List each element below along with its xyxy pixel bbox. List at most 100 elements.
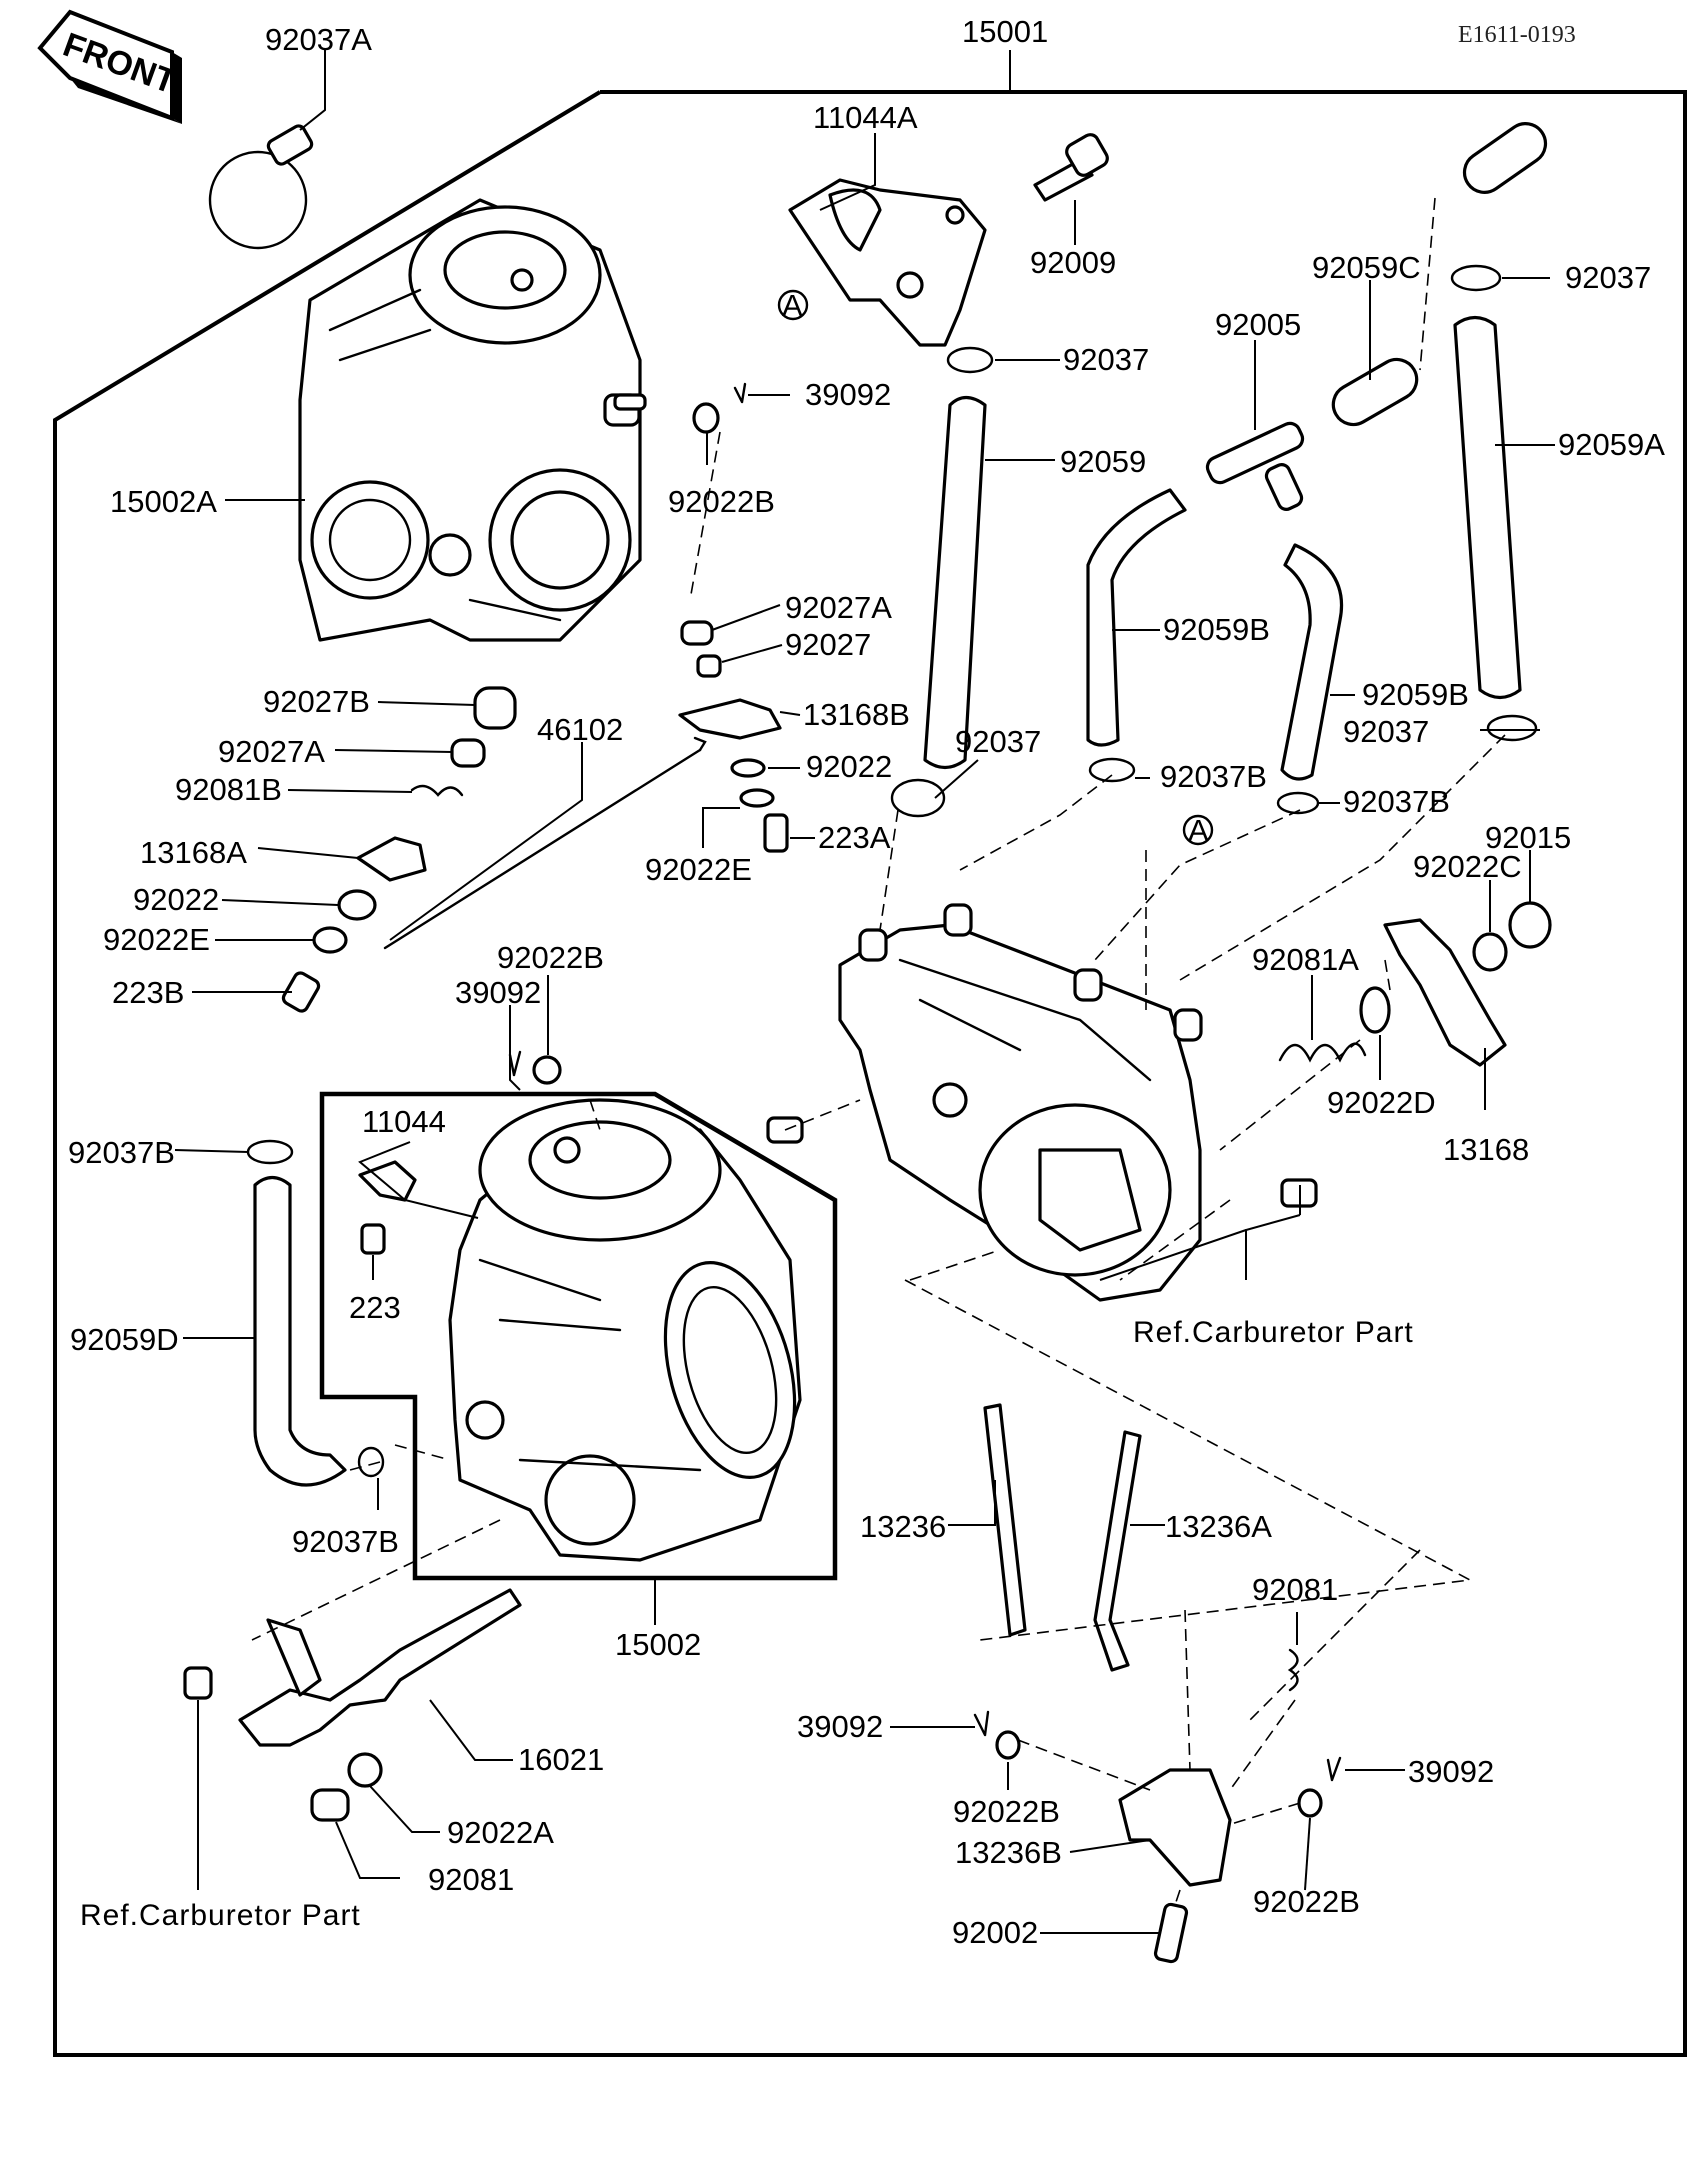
label-92027: 92027: [785, 627, 871, 662]
label-39092-top: 39092: [805, 377, 891, 412]
t-fitting-92005: [1205, 421, 1305, 511]
screw-223A: [763, 813, 789, 853]
label-92037-mid: 92037: [1063, 342, 1149, 377]
front-arrow-icon: FRONT: [37, 9, 182, 124]
label-223B: 223B: [112, 975, 184, 1010]
label-92081A: 92081A: [1252, 942, 1359, 977]
clip-92037B-c: [1088, 757, 1136, 783]
label-92022A: 92022A: [447, 1815, 554, 1850]
bush-92027A-l: [450, 738, 486, 768]
label-92059D: 92059D: [70, 1322, 179, 1357]
label-92081B: 92081B: [175, 772, 282, 807]
label-13236B: 13236B: [955, 1835, 1062, 1870]
label-92022-mid: 92022: [806, 749, 892, 784]
hose-92059B: [1086, 488, 1187, 747]
washer-92022B-mid: [532, 1055, 562, 1085]
bush-92027: [696, 654, 722, 678]
label-92037-c: 92037: [955, 724, 1041, 759]
cotter-pin-39092-bl: [973, 1710, 990, 1737]
link-13236: [983, 1403, 1027, 1637]
label-11044: 11044: [362, 1104, 446, 1139]
cotter-pin-39092-br: [1326, 1756, 1342, 1782]
bush-92027A-r: [680, 620, 714, 646]
callout-a-mid-text: A: [1188, 813, 1209, 848]
carburetor-15002: [448, 1098, 802, 1562]
label-92037-r2: 92037: [1343, 714, 1429, 749]
label-92037B-b: 92037B: [292, 1524, 399, 1559]
label-92022B-bl: 92022B: [953, 1794, 1060, 1829]
washer-92022A: [347, 1752, 383, 1788]
label-92027B: 92027B: [263, 684, 370, 719]
washer-92022E-mid: [739, 788, 775, 808]
assembly-lines: [251, 197, 1506, 1906]
washer-92022-l: [337, 889, 377, 921]
label-223A: 223A: [818, 820, 891, 855]
label-92022-l: 92022: [133, 882, 219, 917]
hose-92059: [923, 395, 987, 770]
label-92022C: 92022C: [1413, 849, 1522, 884]
washer-92022-mid: [730, 758, 766, 778]
label-ref-carburetor-left: Ref.Carburetor Part: [80, 1899, 361, 1932]
label-92037B-l: 92037B: [68, 1135, 175, 1170]
screw-92002: [1153, 1902, 1189, 1964]
label-92022E-l: 92022E: [103, 922, 210, 957]
label-92027A-r: 92027A: [785, 590, 892, 625]
bracket-11044A: [788, 178, 987, 347]
lever-13168: [1383, 918, 1507, 1067]
clip-92037-tr: [1450, 264, 1502, 292]
hose-92059B-2: [1280, 543, 1344, 781]
lever-16021-arm: [266, 1618, 322, 1697]
washer-92022B-top: [692, 402, 720, 434]
label-92037B-r: 92037B: [1343, 784, 1450, 819]
hose-92059A: [1453, 315, 1522, 700]
rod-46102-end: [693, 736, 707, 752]
spring-92081-l: [310, 1788, 350, 1822]
cotter-pin-39092-mid: [508, 1050, 522, 1077]
label-92015: 92015: [1485, 820, 1571, 855]
diagram-code: E1611-0193: [1458, 22, 1576, 48]
label-92022E-mid: 92022E: [645, 852, 752, 887]
label-223: 223: [349, 1290, 401, 1325]
clamp-13168A: [356, 836, 427, 882]
leader-lines: [174, 50, 1555, 1934]
label-ref-carburetor-right: Ref.Carburetor Part: [1133, 1316, 1414, 1349]
label-39092-bl: 39092: [797, 1709, 883, 1744]
label-92059B: 92059B: [1163, 612, 1270, 647]
rod-46102: [383, 748, 702, 950]
clip-92037B-r: [1276, 791, 1320, 815]
label-13168B: 13168B: [803, 697, 910, 732]
label-15002A: 15002A: [110, 484, 217, 519]
callout-a-top-text: A: [782, 288, 803, 323]
hose-92059D: [253, 1175, 347, 1487]
label-92027A-l: 92027A: [218, 734, 325, 769]
label-92022B-mid: 92022B: [497, 940, 604, 975]
label-92022B-top: 92022B: [668, 484, 775, 519]
label-92037B-c: 92037B: [1160, 759, 1267, 794]
clip-92037-r2: [1486, 714, 1538, 742]
label-39092-br: 39092: [1408, 1754, 1494, 1789]
clip-92037B-b: [357, 1446, 385, 1478]
subassembly-15002-outline: [319, 1091, 838, 1581]
label-39092-mid: 39092: [455, 975, 541, 1010]
label-13168A: 13168A: [140, 835, 247, 870]
callout-a-mid: [1182, 814, 1214, 846]
callout-a-top: [777, 289, 809, 321]
screw-92009: [1033, 133, 1109, 202]
hose-clamp-92037A: [208, 124, 314, 250]
label-92022B-br: 92022B: [1253, 1884, 1360, 1919]
label-92002: 92002: [952, 1915, 1038, 1950]
plunger-92027B: [473, 686, 517, 730]
clip-92037B-l: [246, 1139, 294, 1165]
label-92059A: 92059A: [1558, 427, 1665, 462]
clip-92037-c: [890, 778, 946, 818]
carburetor-15002A: [298, 198, 647, 642]
washer-92022B-br: [1297, 1788, 1323, 1818]
label-16021: 16021: [518, 1742, 604, 1777]
label-92081-r: 92081: [1252, 1572, 1338, 1607]
screw-ref-l: [183, 1666, 213, 1700]
spring-92081A: [1278, 1042, 1367, 1063]
carburetor-right: [838, 903, 1203, 1302]
label-92059B-2: 92059B: [1362, 677, 1469, 712]
label-92022D: 92022D: [1327, 1085, 1436, 1120]
